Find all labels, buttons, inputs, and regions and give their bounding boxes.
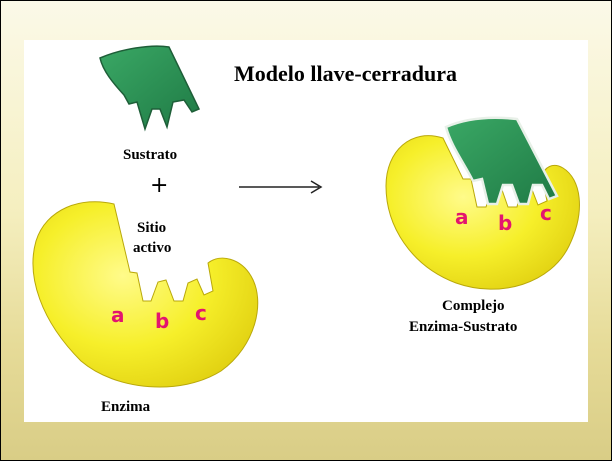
complex-site-label-c: c	[540, 201, 552, 225]
substrate-label: Sustrato	[123, 147, 177, 164]
reaction-arrow	[239, 181, 321, 193]
enzyme-label: Enzima	[101, 399, 150, 416]
site-label-b: b	[155, 309, 169, 333]
active-site-label-line2: activo	[133, 240, 171, 257]
complex-site-label-b: b	[498, 211, 512, 235]
complex-label-line2: Enzima-Sustrato	[409, 319, 517, 336]
complex-label-line1: Complejo	[442, 298, 505, 315]
complex-site-label-a: a	[455, 205, 469, 229]
active-site-label-line1: Sitio	[137, 220, 166, 237]
diagram-title: Modelo llave-cerradura	[234, 61, 457, 87]
site-label-c: c	[195, 301, 207, 325]
plus-sign: +	[150, 173, 168, 198]
site-label-a: a	[111, 303, 125, 327]
substrate-shape	[100, 46, 199, 129]
